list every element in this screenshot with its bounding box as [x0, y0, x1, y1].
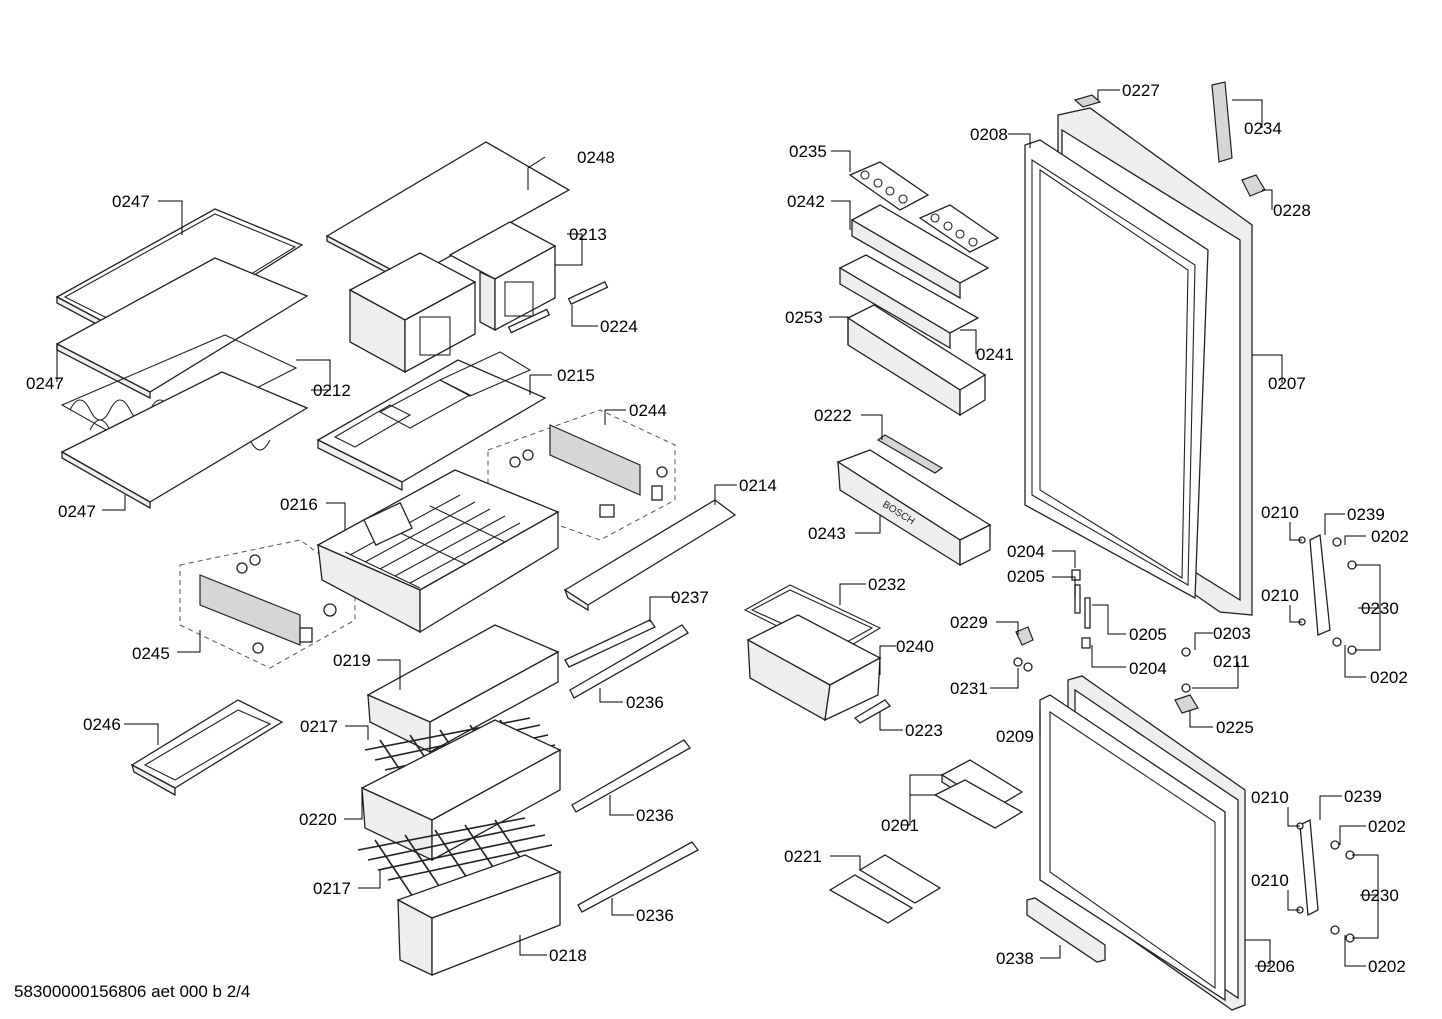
- glass-shelf-middle: [55, 257, 309, 400]
- label-0202-d: 0202: [1368, 957, 1406, 976]
- label-0239-a: 0239: [1347, 505, 1385, 524]
- drawer-0240: [746, 614, 882, 722]
- label-0235: 0235: [789, 142, 827, 161]
- label-0202-c: 0202: [1368, 817, 1406, 836]
- panel-0238: [1026, 897, 1106, 963]
- door-bin-0242: [850, 204, 990, 300]
- wire-rack-0217-lower: [357, 817, 553, 901]
- leader-lines: [56, 89, 1381, 967]
- gasket-0209: [1039, 694, 1226, 1002]
- shelf-frame-0215: [316, 351, 547, 492]
- label-0211: 0211: [1213, 652, 1250, 671]
- label-0214: 0214: [739, 476, 777, 495]
- label-0237: 0237: [671, 588, 709, 607]
- label-0236-a: 0236: [626, 693, 664, 712]
- label-0224: 0224: [600, 317, 638, 336]
- cap-0228: [1241, 174, 1266, 197]
- label-0245: 0245: [132, 644, 170, 663]
- cap-0227: [1073, 94, 1102, 108]
- label-0244: 0244: [629, 401, 667, 420]
- cover-blocks-0213: [348, 221, 557, 374]
- hinge-parts-0204-0205: [1013, 569, 1199, 714]
- strips-0236-0237: [564, 619, 699, 913]
- label-0243: 0243: [808, 524, 846, 543]
- label-0205-b: 0205: [1129, 625, 1167, 644]
- label-0210-b: 0210: [1261, 586, 1299, 605]
- label-0209: 0209: [996, 727, 1034, 746]
- label-0219: 0219: [333, 651, 371, 670]
- label-0240: 0240: [896, 637, 934, 656]
- label-0253: 0253: [785, 308, 823, 327]
- label-0202-b: 0202: [1370, 668, 1408, 687]
- label-0201: 0201: [881, 816, 919, 835]
- label-0208: 0208: [970, 125, 1008, 144]
- label-0210-c: 0210: [1251, 788, 1289, 807]
- door-bin-0241: [838, 254, 980, 350]
- label-0229: 0229: [950, 613, 988, 632]
- label-0247-top: 0247: [112, 192, 150, 211]
- display-0234: [1211, 81, 1233, 163]
- label-0220: 0220: [299, 810, 337, 829]
- label-0202-a: 0202: [1371, 527, 1409, 546]
- label-0236-c: 0236: [636, 906, 674, 925]
- glass-shelf-bottom: [60, 371, 309, 510]
- label-0246: 0246: [83, 715, 121, 734]
- label-0204-b: 0204: [1129, 659, 1167, 678]
- label-0248: 0248: [577, 148, 615, 167]
- handle-0239-lower: [1299, 818, 1319, 917]
- label-0218: 0218: [549, 946, 587, 965]
- label-0210-d: 0210: [1251, 871, 1289, 890]
- label-0213: 0213: [569, 225, 607, 244]
- label-0225: 0225: [1216, 718, 1254, 737]
- label-0230-b: 0230: [1361, 886, 1399, 905]
- label-0241: 0241: [976, 345, 1014, 364]
- label-0205-a: 0205: [1007, 567, 1045, 586]
- label-0217-b: 0217: [313, 879, 351, 898]
- label-0228: 0228: [1273, 201, 1311, 220]
- handle-0239-upper: [1309, 533, 1331, 636]
- label-0204-a: 0204: [1007, 542, 1045, 561]
- label-0247-bottom: 0247: [58, 502, 96, 521]
- drawer-0219: [366, 624, 560, 754]
- label-0236-b: 0236: [636, 806, 674, 825]
- label-0227: 0227: [1122, 81, 1160, 100]
- label-0232: 0232: [868, 575, 906, 594]
- basket-tray-0216: [316, 469, 560, 634]
- label-0203: 0203: [1213, 624, 1251, 643]
- ice-trays-0221: [828, 854, 942, 924]
- ice-packs-0201: [933, 759, 1024, 829]
- label-0206: 0206: [1257, 957, 1295, 976]
- drawer-0218: [396, 854, 562, 977]
- label-0239-b: 0239: [1344, 787, 1382, 806]
- label-0222: 0222: [814, 406, 852, 425]
- label-0242: 0242: [787, 192, 825, 211]
- tray-0246: [130, 699, 284, 797]
- shelf-0214: [563, 499, 737, 612]
- label-0247-middle: 0247: [26, 374, 64, 393]
- label-0238: 0238: [996, 949, 1034, 968]
- hinge-kit-0245: [179, 539, 356, 669]
- label-0207: 0207: [1268, 374, 1306, 393]
- label-0216: 0216: [280, 495, 318, 514]
- strip-0223: [853, 699, 891, 724]
- document-id-footer: 58300000156806 aet 000 b 2/4: [14, 982, 251, 1001]
- strip-0224: [507, 280, 609, 334]
- clip-0222: [876, 434, 944, 474]
- label-0212: 0212: [313, 381, 351, 400]
- label-0223: 0223: [905, 721, 943, 740]
- gasket-0208: [1024, 139, 1209, 600]
- label-0210-a: 0210: [1261, 503, 1299, 522]
- label-0231: 0231: [950, 679, 988, 698]
- drawer-0220: [360, 719, 562, 862]
- label-0221: 0221: [784, 847, 822, 866]
- label-0230-a: 0230: [1361, 599, 1399, 618]
- label-0217-a: 0217: [300, 717, 338, 736]
- label-0215: 0215: [557, 366, 595, 385]
- label-0234: 0234: [1244, 119, 1282, 138]
- egg-tray-0235: [848, 161, 1000, 253]
- door-bin-0243: BOSCH: [836, 449, 992, 567]
